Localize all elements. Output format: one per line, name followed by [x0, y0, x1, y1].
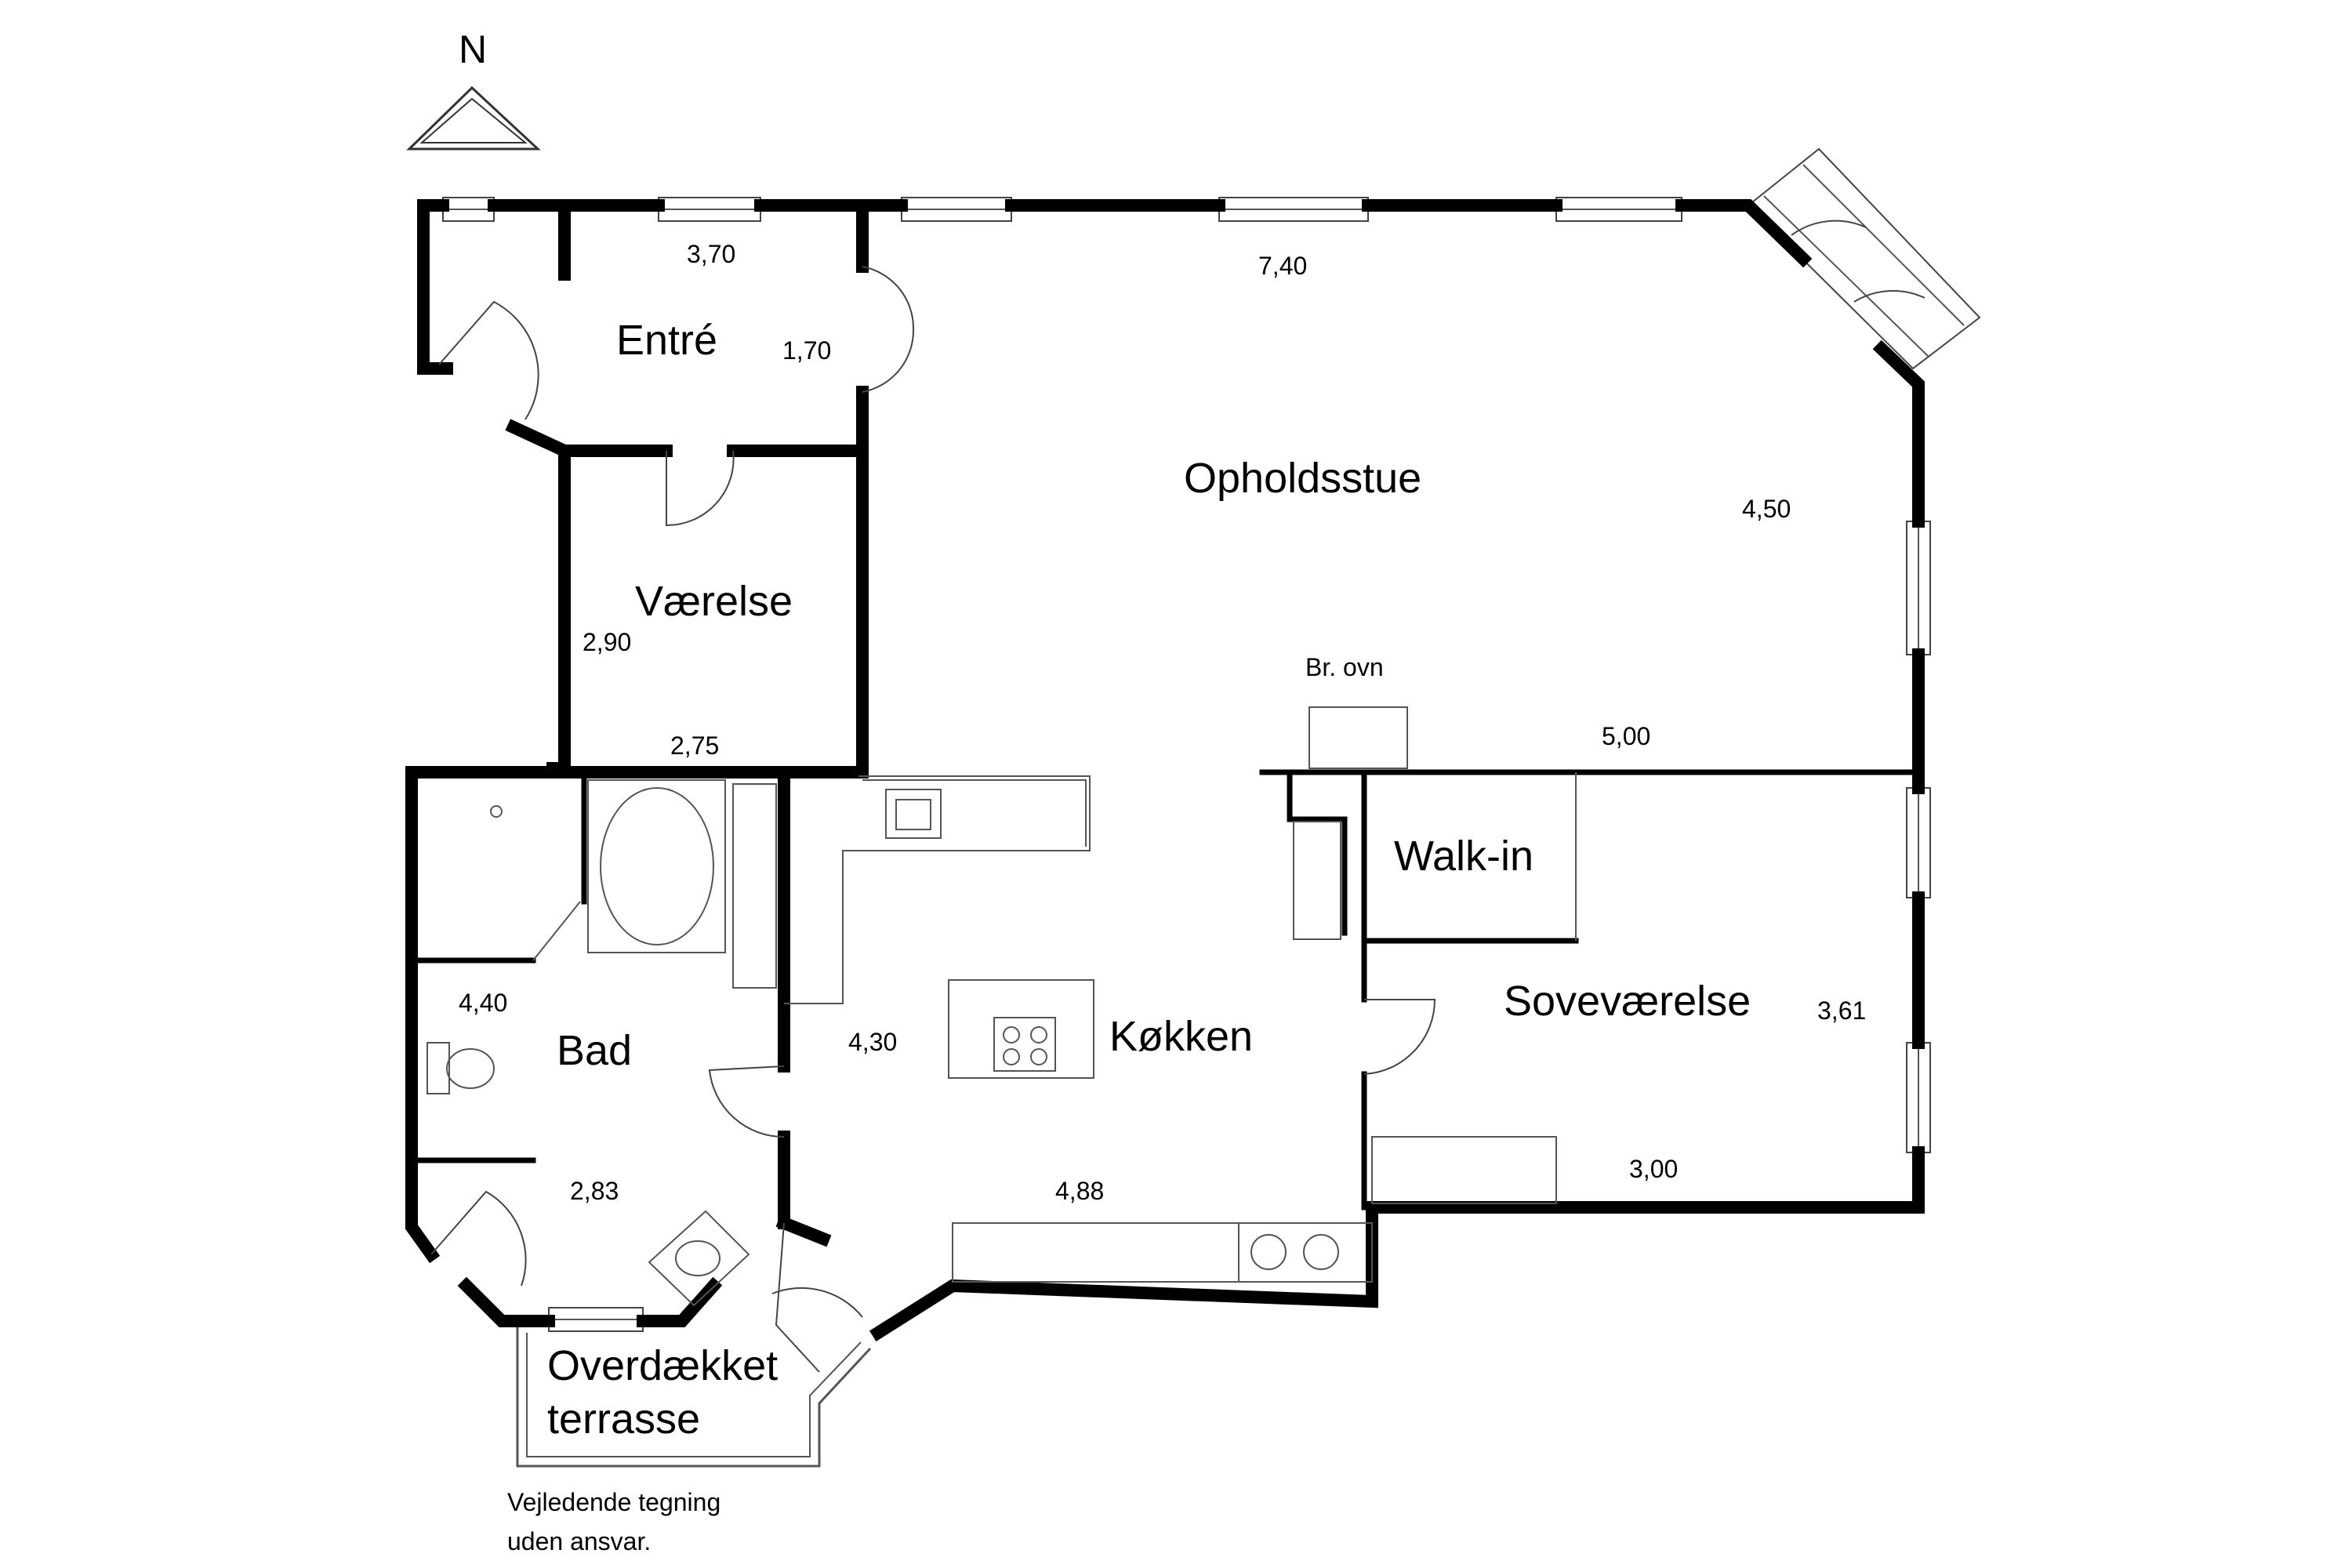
north-arrow: N — [406, 27, 541, 151]
dim-bad-width: 2,83 — [570, 1177, 619, 1205]
dim-sovevaerelse-depth: 3,61 — [1817, 996, 1866, 1025]
walls — [405, 199, 1925, 1342]
sink-icon — [675, 1240, 720, 1276]
dim-entre-width: 3,70 — [687, 240, 735, 268]
dim-kokken-depth: 4,30 — [848, 1028, 897, 1056]
kitchen-sink-icon — [895, 799, 931, 830]
dim-sovevaerelse-top: 5,00 — [1602, 722, 1650, 750]
room-opholdsstue: Opholdsstue — [1184, 455, 1421, 502]
terrace-outline — [516, 1325, 872, 1468]
room-sovevaerelse: Soveværelse — [1504, 978, 1751, 1025]
windows — [442, 197, 1931, 1332]
dim-opholdsstue-width: 7,40 — [1258, 252, 1307, 280]
disclaimer-line2: uden ansvar. — [507, 1527, 651, 1555]
dim-entre-depth: 1,70 — [782, 336, 831, 365]
bay-window — [1747, 147, 1981, 370]
room-vaerelse: Værelse — [635, 578, 793, 625]
north-label: N — [459, 27, 487, 71]
doors — [430, 266, 1436, 1373]
room-walkin: Walk-in — [1394, 833, 1534, 880]
dim-bad-depth: 4,40 — [459, 989, 507, 1017]
room-labels: Entré Opholdsstue Værelse Walk-in Sovevæ… — [547, 317, 1751, 1443]
fireplace-icon — [1308, 706, 1408, 769]
dim-kokken-width: 4,88 — [1055, 1177, 1104, 1205]
dimension-labels: 3,70 1,70 7,40 4,50 2,90 2,75 5,00 3,61 … — [459, 240, 1866, 1205]
disclaimer: Vejledende tegning uden ansvar. — [507, 1488, 720, 1555]
dim-sovevaerelse-width: 3,00 — [1629, 1155, 1678, 1183]
dim-vaerelse-width: 2,75 — [670, 731, 719, 760]
dim-vaerelse-depth: 2,90 — [583, 628, 631, 656]
room-terrasse-line1: Overdækket — [547, 1342, 778, 1389]
room-terrasse-line2: terrasse — [547, 1396, 700, 1443]
dim-opholdsstue-depth: 4,50 — [1742, 495, 1791, 523]
label-br-ovn: Br. ovn — [1305, 653, 1384, 681]
fixtures — [426, 706, 1577, 1307]
toilet-icon — [446, 1048, 495, 1089]
disclaimer-line1: Vejledende tegning — [507, 1488, 720, 1516]
room-bad: Bad — [557, 1027, 632, 1074]
room-kokken: Køkken — [1109, 1013, 1253, 1060]
room-entre: Entré — [616, 317, 717, 364]
kitchen-island — [948, 979, 1094, 1079]
